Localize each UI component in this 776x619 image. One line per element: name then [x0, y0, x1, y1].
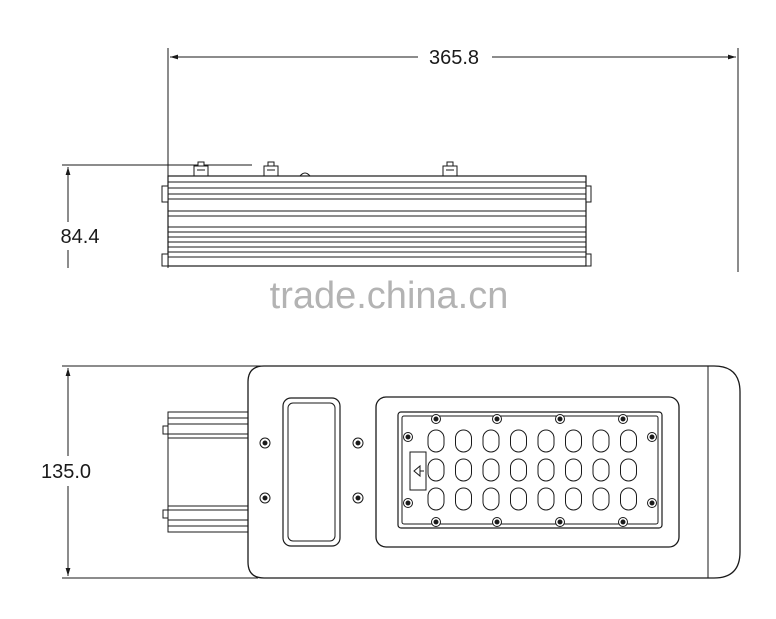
- plate-screw: [555, 517, 565, 527]
- plate-screws: [403, 414, 657, 527]
- plate-screw: [618, 517, 628, 527]
- led-lens: [510, 429, 527, 453]
- led-lens-grid: [427, 429, 637, 511]
- top-height-dimension: [62, 365, 262, 579]
- led-lens: [620, 487, 637, 511]
- led-lens: [592, 458, 610, 482]
- led-lens: [592, 429, 610, 453]
- led-lens: [510, 458, 527, 482]
- plate-screw: [647, 498, 657, 508]
- led-lens: [537, 487, 555, 511]
- heatsink-arm: [162, 411, 251, 533]
- side-bolt: [193, 161, 209, 177]
- screw: [352, 492, 364, 504]
- led-lens: [537, 429, 555, 453]
- plate-screw: [492, 517, 502, 527]
- led-lens: [482, 487, 500, 511]
- led-lens: [537, 458, 555, 482]
- side-bolt: [442, 161, 458, 177]
- screw: [352, 437, 364, 449]
- plate-screw: [618, 414, 628, 424]
- watermark: trade.china.cn: [270, 275, 509, 317]
- plate-screw: [555, 414, 565, 424]
- top-view: [162, 365, 741, 579]
- side-height-dimension: [62, 164, 252, 268]
- plate-screw: [403, 432, 413, 442]
- led-lens: [455, 487, 472, 511]
- width-label: 365.8: [429, 47, 479, 69]
- top-height-label: 135.0: [41, 461, 91, 483]
- side-bolt: [263, 161, 279, 177]
- connector: [409, 451, 427, 491]
- side-height-label: 84.4: [61, 226, 100, 248]
- led-lens: [565, 429, 582, 453]
- plate-screw: [431, 414, 441, 424]
- side-body: [167, 175, 587, 267]
- led-lens: [620, 458, 637, 482]
- screw: [259, 492, 271, 504]
- led-lens: [482, 458, 500, 482]
- plate-screw: [647, 432, 657, 442]
- led-lens: [427, 487, 445, 511]
- plate-screw: [492, 414, 502, 424]
- led-lens: [592, 487, 610, 511]
- driver-window: [282, 397, 341, 547]
- plate-screw: [431, 517, 441, 527]
- led-lens: [510, 487, 527, 511]
- led-lens: [620, 429, 637, 453]
- side-view: [161, 161, 592, 267]
- led-lens: [455, 429, 472, 453]
- watermark-band: [160, 268, 600, 302]
- screw: [259, 437, 271, 449]
- led-lens: [565, 458, 582, 482]
- plate-screw: [403, 498, 413, 508]
- led-lens: [427, 458, 445, 482]
- led-lens: [427, 429, 445, 453]
- led-lens: [482, 429, 500, 453]
- led-lens: [455, 458, 472, 482]
- led-lens: [565, 487, 582, 511]
